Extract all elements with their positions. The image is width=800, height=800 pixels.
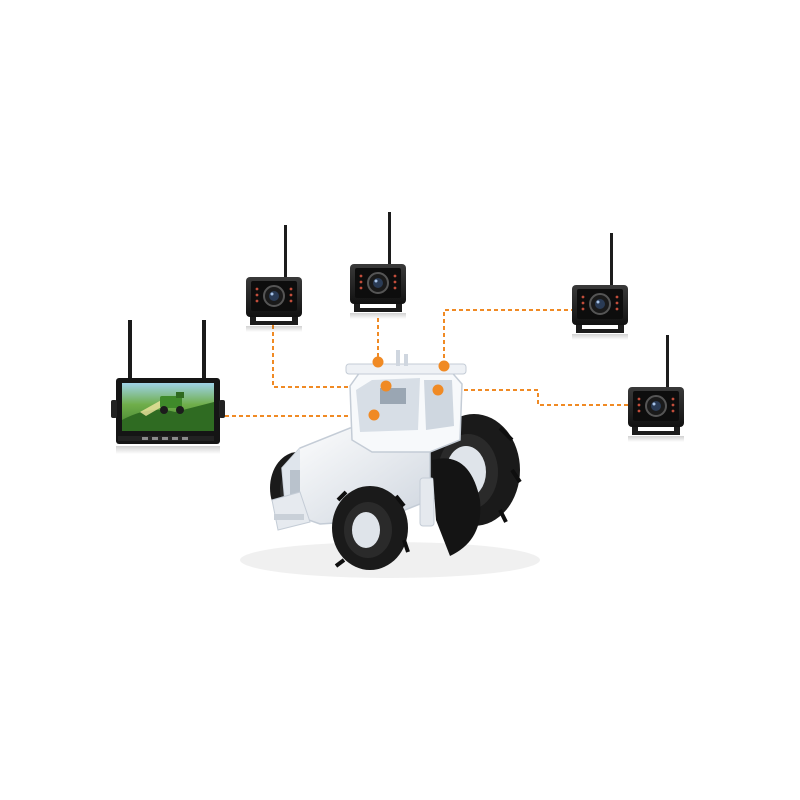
camera-mount-points <box>368 356 450 421</box>
mount-point <box>432 384 444 396</box>
wireless-camera-icon <box>350 212 406 319</box>
wireless-camera-icon <box>572 233 628 340</box>
camera-1 <box>246 225 302 332</box>
mount-point <box>380 380 392 392</box>
tractor-icon <box>240 350 540 578</box>
connector-lines <box>218 309 628 417</box>
rear-near-wheel <box>432 458 481 556</box>
wireless-monitor-icon <box>111 320 225 454</box>
wireless-camera-icon <box>246 225 302 332</box>
camera-3 <box>572 233 628 340</box>
wireless-camera-icon <box>628 335 684 442</box>
connector-camera-1 <box>272 325 384 388</box>
connector-camera-3 <box>443 309 575 366</box>
mount-point <box>368 409 380 421</box>
camera-4 <box>628 335 684 442</box>
front-near-wheel <box>332 486 410 570</box>
mount-point <box>372 356 384 368</box>
mount-point <box>438 360 450 372</box>
camera-2 <box>350 212 406 319</box>
connector-camera-4 <box>438 389 628 406</box>
